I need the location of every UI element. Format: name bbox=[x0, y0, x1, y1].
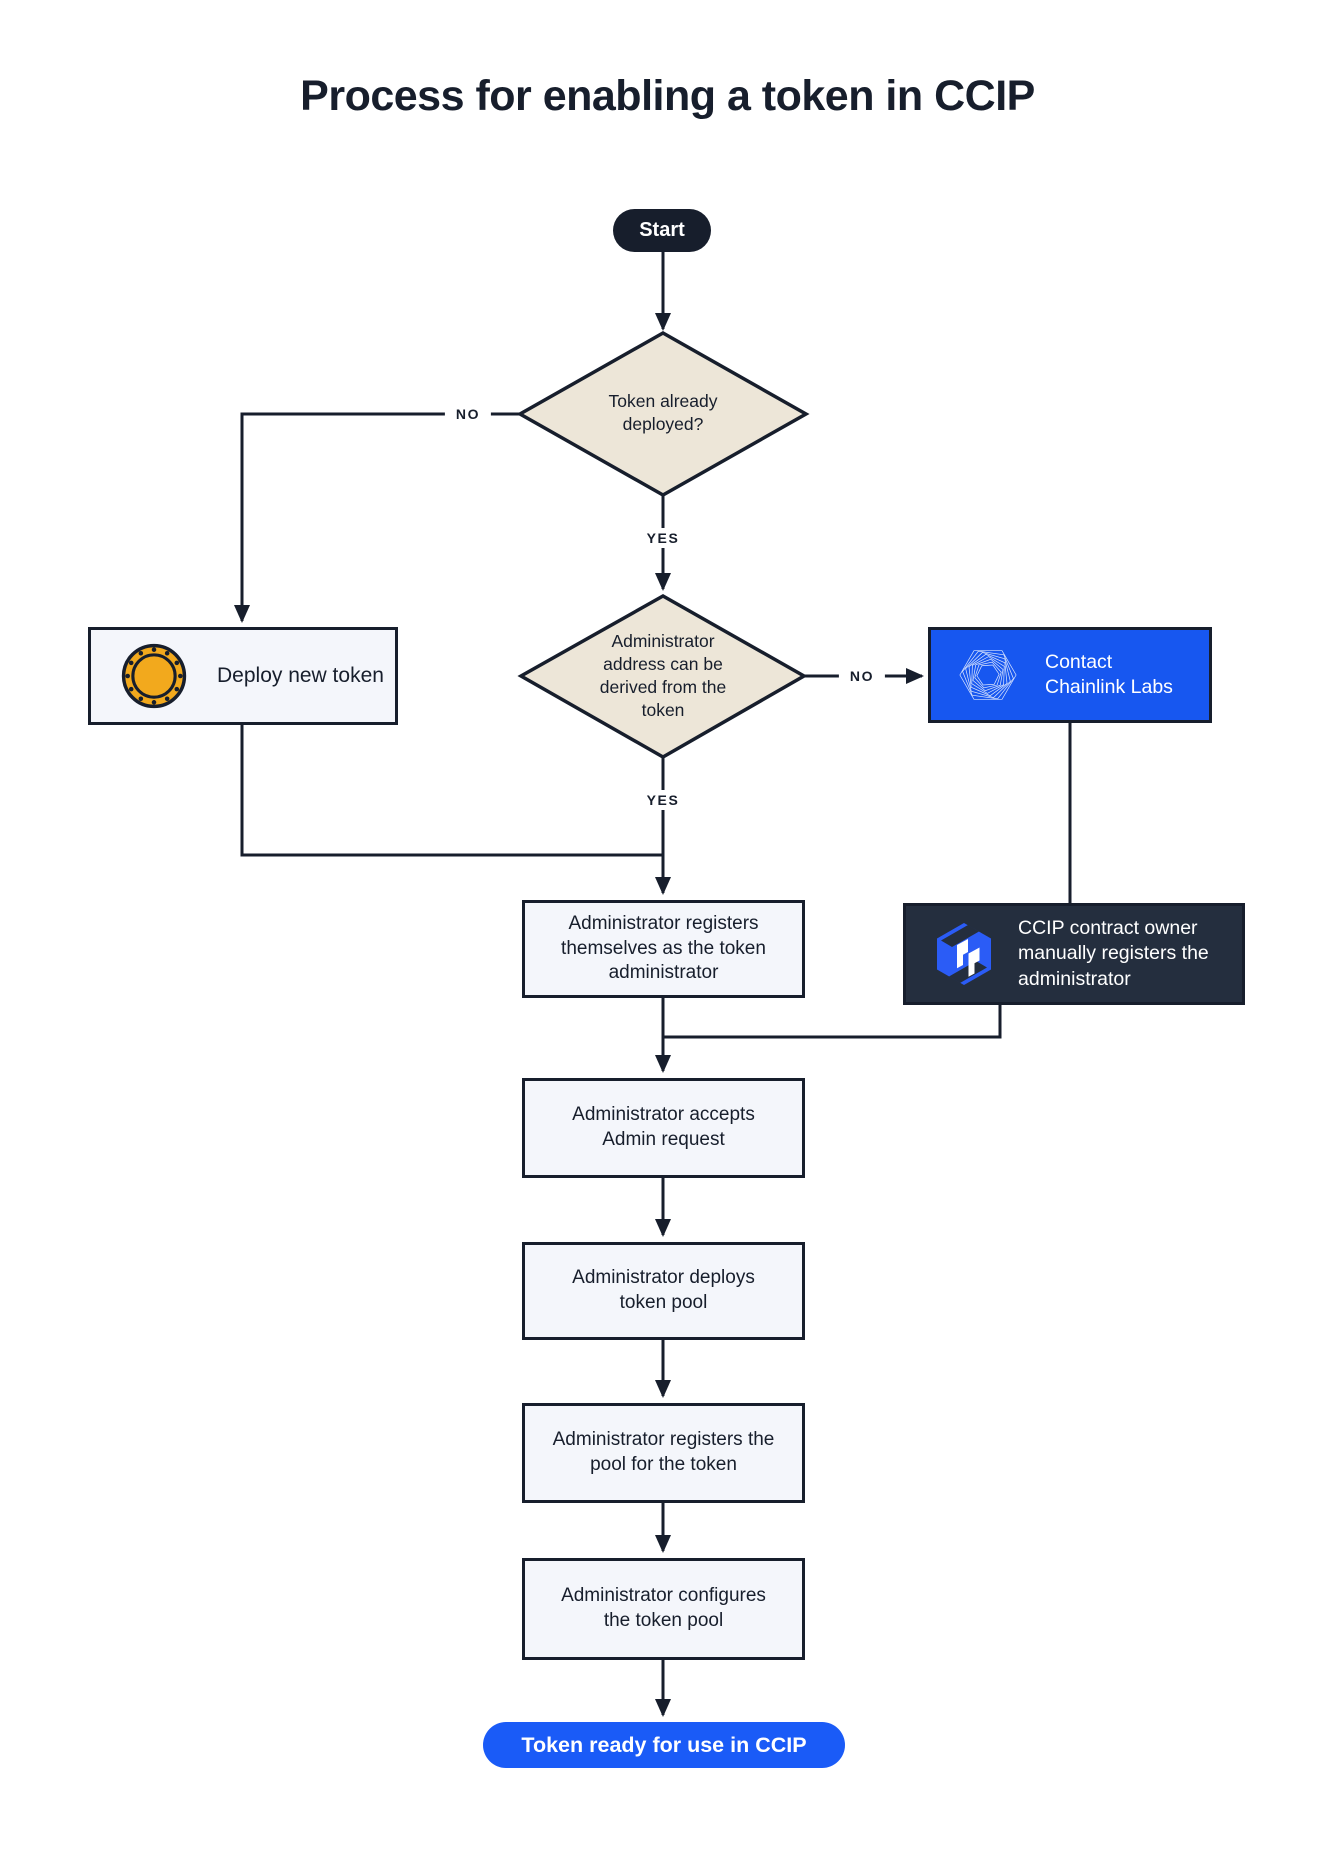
branch-yes-admin-derived: YES bbox=[635, 790, 691, 810]
admin-deploys-pool-label: Administrator deploys token pool bbox=[572, 1267, 755, 1313]
admin-registers-self-label: Administrator registers themselves as th… bbox=[561, 912, 766, 984]
branch-no-admin-derived: NO bbox=[838, 666, 886, 686]
admin-registers-pool-label: Administrator registers the pool for the… bbox=[552, 1429, 775, 1475]
decision-token-deployed-label: Token already deployed? bbox=[608, 390, 718, 434]
edge-decision1-no-to-deploy bbox=[234, 412, 520, 623]
decision-token-deployed-shape bbox=[516, 330, 810, 498]
contact-chainlink-labs-node: Contact Chainlink Labs bbox=[928, 627, 1212, 723]
coin-icon bbox=[121, 643, 187, 709]
edge-deploy-to-merge bbox=[240, 725, 663, 857]
decision-admin-derived-shape bbox=[517, 593, 808, 760]
ccip-logo-icon bbox=[932, 922, 996, 986]
token-ready-node: Token ready for use in CCIP bbox=[483, 1722, 845, 1768]
page-title: Process for enabling a token in CCIP bbox=[300, 72, 1035, 120]
start-label: Start bbox=[639, 219, 685, 241]
deploy-new-token-label: Deploy new token bbox=[217, 664, 384, 688]
token-ready-label: Token ready for use in CCIP bbox=[521, 1732, 807, 1757]
admin-deploys-pool-node: Administrator deploys token pool bbox=[522, 1242, 805, 1340]
admin-registers-pool-node: Administrator registers the pool for the… bbox=[522, 1403, 805, 1503]
start-node: Start bbox=[613, 209, 711, 252]
chainlink-labs-logo-icon bbox=[957, 644, 1019, 706]
admin-registers-self-node: Administrator registers themselves as th… bbox=[522, 900, 805, 998]
edge-ccip-owner-to-merge bbox=[663, 1005, 1002, 1039]
admin-configures-pool-node: Administrator configures the token pool bbox=[522, 1558, 805, 1660]
branch-no-token-deployed: NO bbox=[444, 404, 492, 424]
contact-chainlink-labs-label: Contact Chainlink Labs bbox=[1045, 650, 1173, 698]
ccip-owner-registers-node: CCIP contract owner manually registers t… bbox=[903, 903, 1245, 1005]
ccip-owner-registers-label: CCIP contract owner manually registers t… bbox=[1018, 916, 1209, 990]
deploy-new-token-node: Deploy new token bbox=[88, 627, 398, 725]
decision-admin-derived-label: Administrator address can be derived fro… bbox=[599, 630, 727, 721]
branch-yes-token-deployed: YES bbox=[635, 528, 691, 548]
admin-accepts-node: Administrator accepts Admin request bbox=[522, 1078, 805, 1178]
admin-configures-pool-label: Administrator configures the token pool bbox=[561, 1585, 766, 1631]
admin-accepts-label: Administrator accepts Admin request bbox=[572, 1104, 755, 1150]
